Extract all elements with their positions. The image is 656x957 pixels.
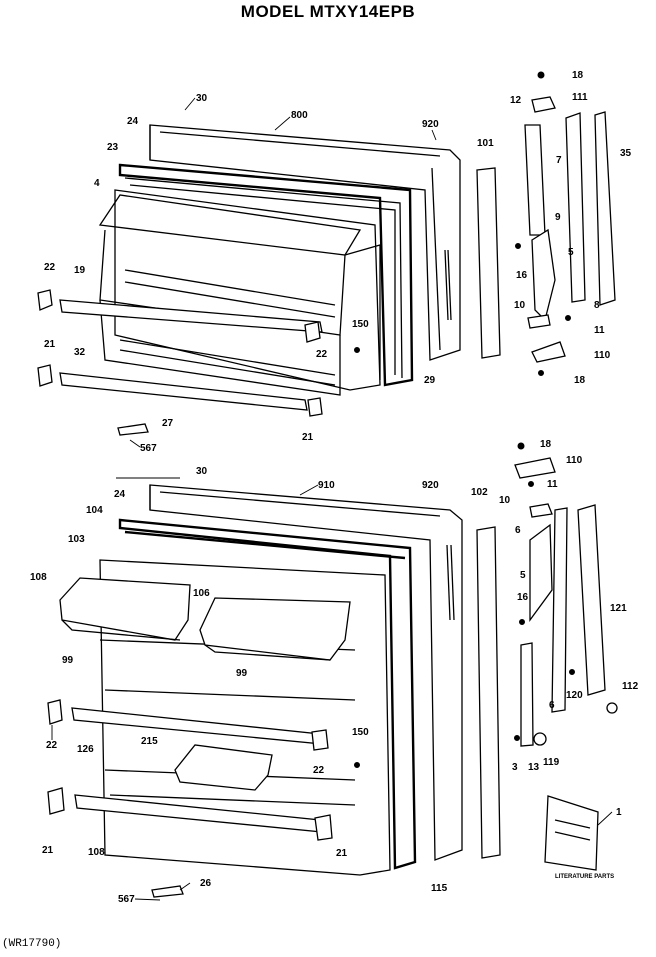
callout: 19 bbox=[74, 265, 86, 276]
callout: 1 bbox=[616, 807, 622, 818]
reference-code: (WR17790) bbox=[2, 938, 62, 950]
callout: 920 bbox=[422, 480, 439, 491]
freezer-door-assembly bbox=[37, 124, 461, 436]
callout: 23 bbox=[107, 142, 119, 153]
callout: 126 bbox=[77, 744, 94, 755]
callout: 22 bbox=[316, 349, 328, 360]
callout: 3 bbox=[512, 762, 518, 773]
leader-lines bbox=[51, 439, 613, 901]
callout: 30 bbox=[196, 466, 208, 477]
callout: 11 bbox=[547, 479, 558, 490]
callout: 110 bbox=[594, 350, 611, 361]
callout: 6 bbox=[515, 525, 521, 536]
callout: 16 bbox=[517, 592, 529, 603]
freezer-hinge-parts bbox=[476, 71, 616, 376]
callout: 30 bbox=[196, 93, 208, 104]
callout: 26 bbox=[200, 878, 212, 889]
callout: 119 bbox=[543, 757, 560, 768]
callout: 101 bbox=[477, 138, 494, 149]
callout: 21 bbox=[42, 845, 54, 856]
model-title: MODEL MTXY14EPB bbox=[240, 2, 416, 21]
callout: 11 bbox=[594, 325, 605, 336]
callout: 9 bbox=[555, 212, 561, 223]
callout: 32 bbox=[74, 347, 86, 358]
callout: 16 bbox=[516, 270, 528, 281]
callout: 920 bbox=[422, 119, 439, 130]
callout: 111 bbox=[572, 92, 588, 103]
callout: 215 bbox=[141, 736, 158, 747]
fresh-food-hinge-parts bbox=[476, 442, 618, 871]
callout: 21 bbox=[44, 339, 56, 350]
literature-label: LITERATURE PARTS bbox=[555, 874, 614, 880]
callout: 12 bbox=[510, 95, 522, 106]
callout: 10 bbox=[514, 300, 526, 311]
callout: 24 bbox=[114, 489, 126, 500]
callout: 22 bbox=[44, 262, 56, 273]
callout: 121 bbox=[610, 603, 627, 614]
callout: 567 bbox=[140, 443, 157, 454]
callout: 22 bbox=[46, 740, 58, 751]
callout: 150 bbox=[352, 727, 369, 738]
callout: 22 bbox=[313, 765, 325, 776]
callout: 27 bbox=[162, 418, 174, 429]
callout: 910 bbox=[318, 480, 335, 491]
callout: 35 bbox=[620, 148, 632, 159]
callout: 150 bbox=[352, 319, 369, 330]
callout: 6 bbox=[549, 700, 555, 711]
callout: 5 bbox=[568, 247, 574, 258]
callout: 104 bbox=[86, 505, 103, 516]
callout: 13 bbox=[528, 762, 540, 773]
callout: 108 bbox=[30, 572, 47, 583]
callout: 18 bbox=[572, 70, 584, 81]
callout: 18 bbox=[540, 439, 552, 450]
bottom-callouts: 30 910 920 102 18 110 11 24 10 104 6 103… bbox=[30, 439, 639, 905]
callout: 106 bbox=[193, 588, 210, 599]
callout: 567 bbox=[118, 894, 135, 905]
callout: 5 bbox=[520, 570, 526, 581]
callout: 10 bbox=[499, 495, 511, 506]
callout: 18 bbox=[574, 375, 586, 386]
callout: 21 bbox=[336, 848, 348, 859]
callout: 120 bbox=[566, 690, 583, 701]
callout: 4 bbox=[94, 178, 100, 189]
callout: 8 bbox=[594, 300, 600, 311]
top-callouts: 30 800 920 18 111 12 24 23 101 7 35 4 9 … bbox=[44, 70, 632, 454]
callout: 99 bbox=[62, 655, 74, 666]
callout: 29 bbox=[424, 375, 436, 386]
callout: 108 bbox=[88, 847, 105, 858]
callout: 112 bbox=[622, 681, 639, 692]
callout: 99 bbox=[236, 668, 248, 679]
callout: 115 bbox=[431, 883, 448, 894]
callout: 103 bbox=[68, 534, 85, 545]
callout: 800 bbox=[291, 110, 308, 121]
callout: 102 bbox=[471, 487, 488, 498]
fresh-food-door-assembly bbox=[47, 484, 463, 898]
callout: 7 bbox=[556, 155, 562, 166]
callout: 110 bbox=[566, 455, 583, 466]
callout: 21 bbox=[302, 432, 314, 443]
callout: 24 bbox=[127, 116, 139, 127]
